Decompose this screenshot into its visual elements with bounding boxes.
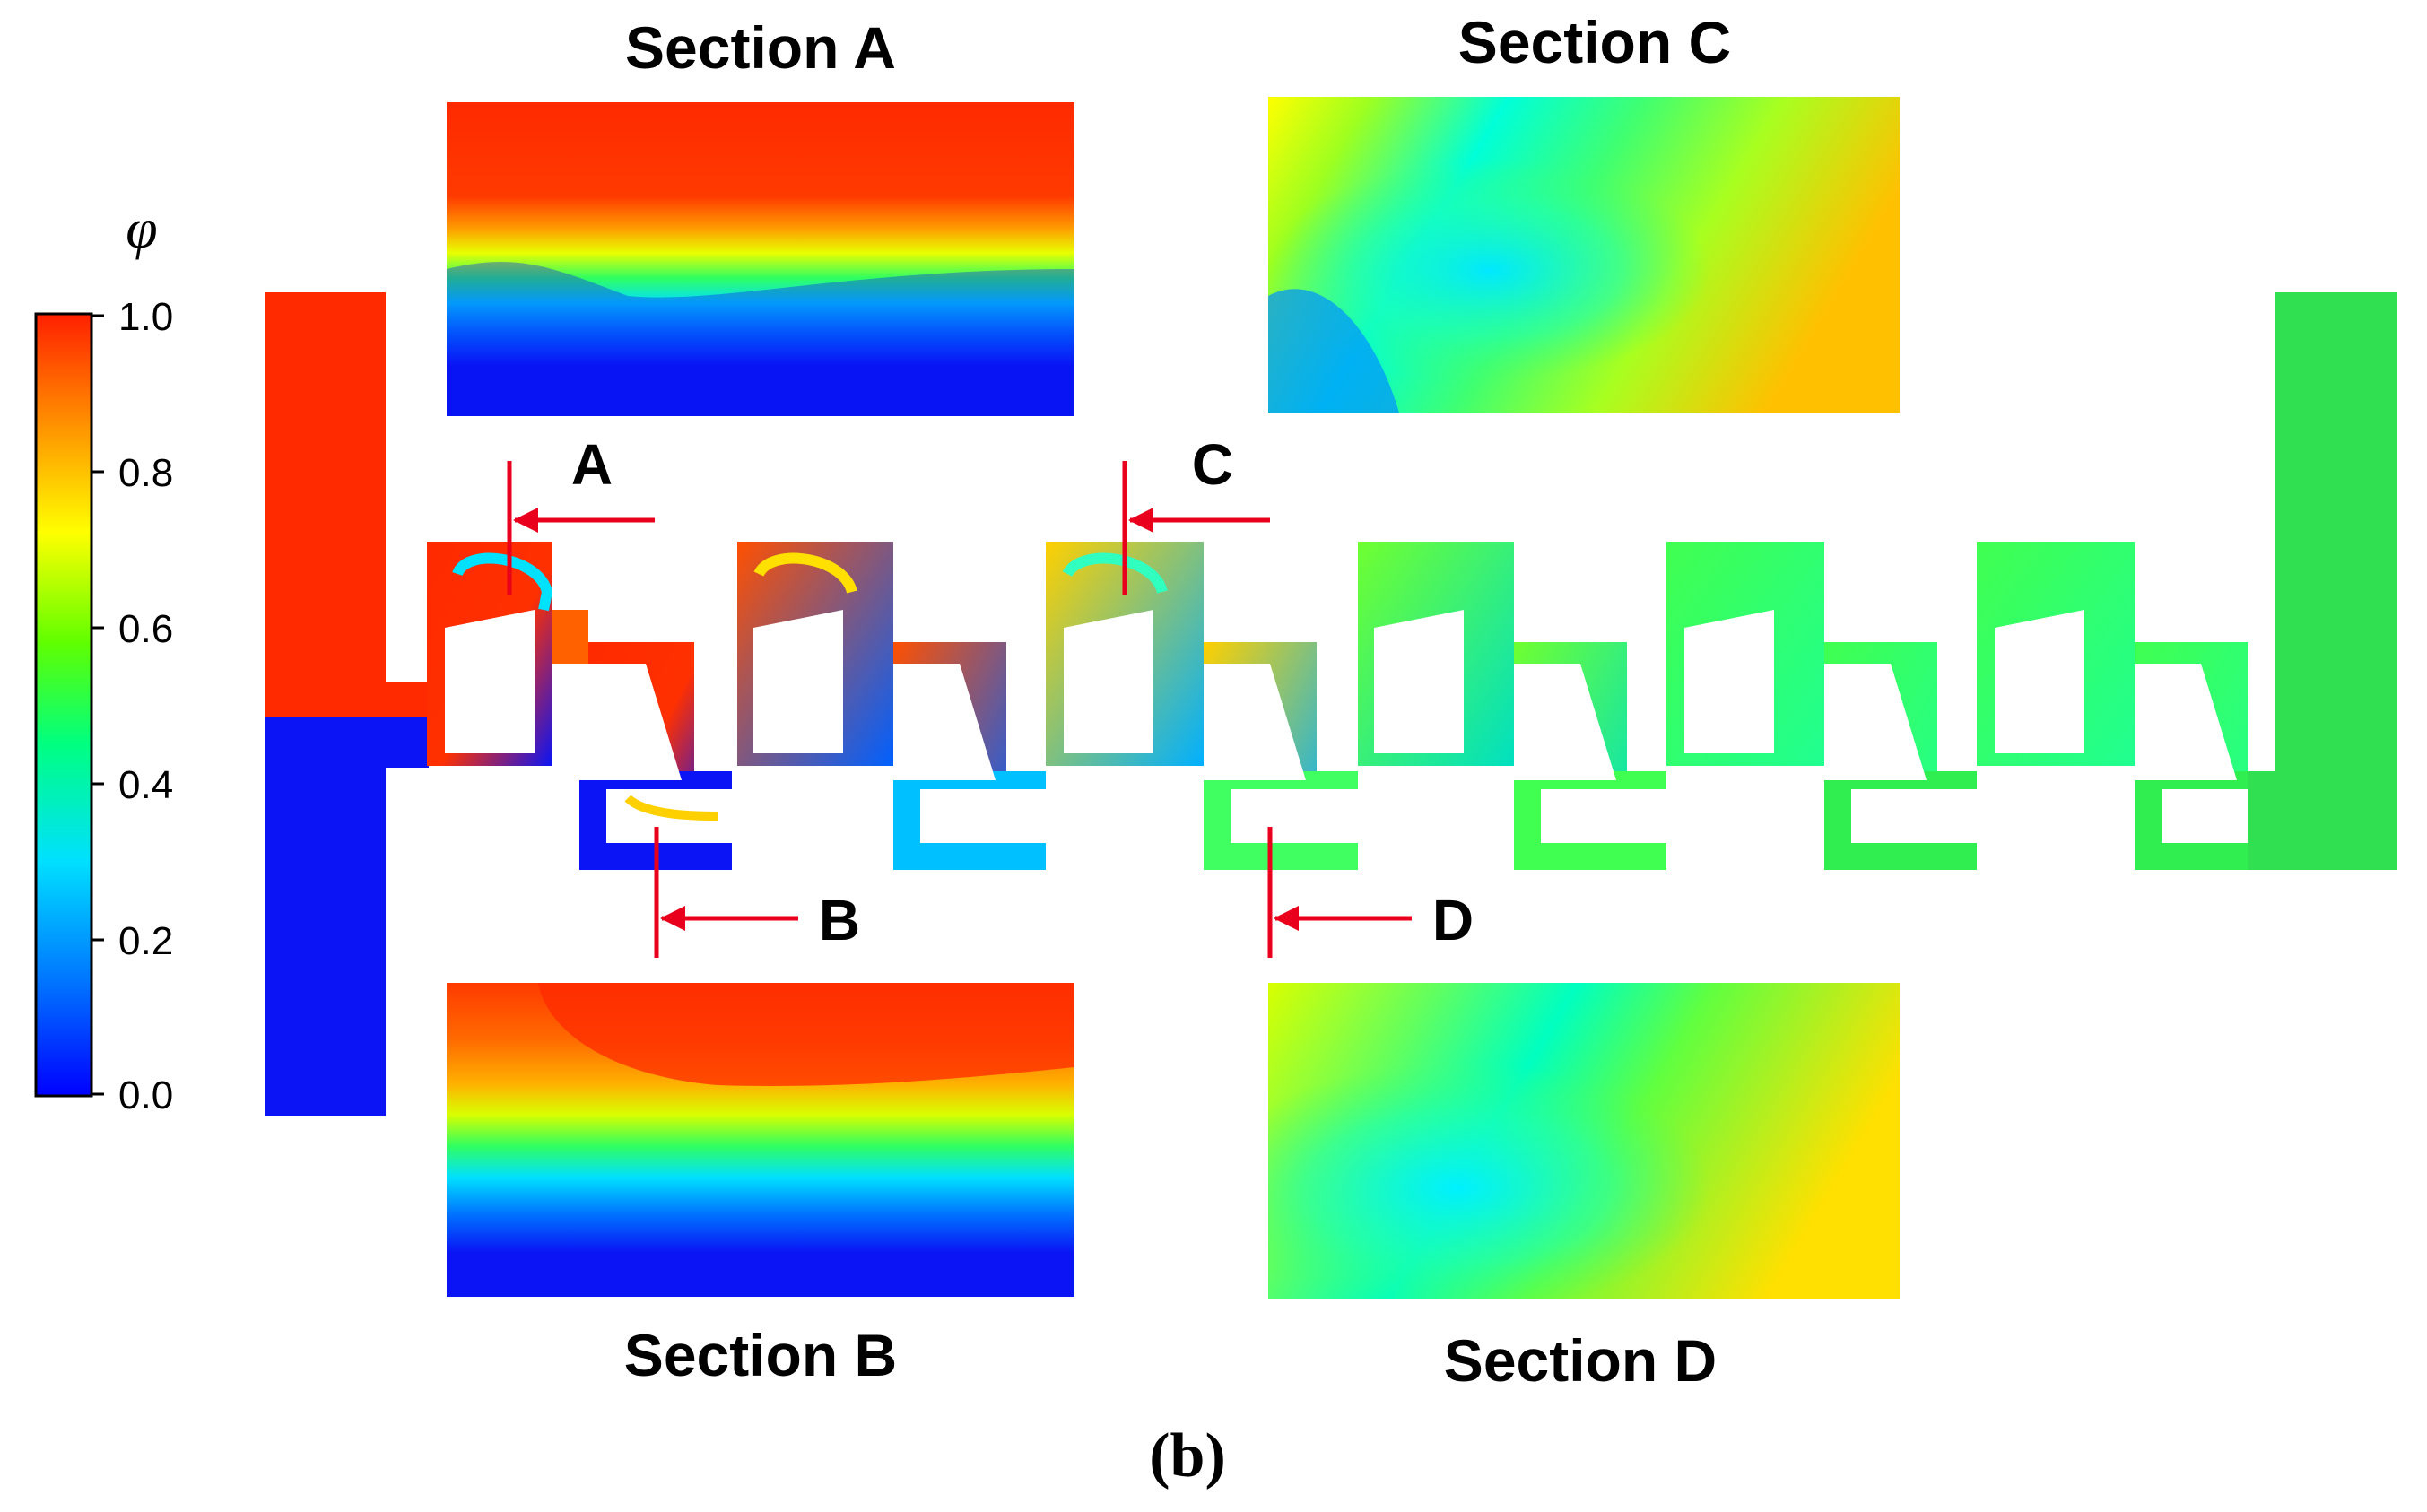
inlet-top-red bbox=[265, 292, 386, 717]
colorbar-tick-label: 1.0 bbox=[118, 295, 173, 339]
section-b-contour-top bbox=[538, 983, 1074, 1086]
figure-caption: (b) bbox=[1149, 1421, 1226, 1490]
inlet-bottom-blue bbox=[265, 717, 386, 1116]
section-d-panel: Section D bbox=[1268, 983, 1900, 1394]
section-a-contour-wave bbox=[447, 261, 1074, 416]
inlet-junction-red bbox=[386, 682, 429, 717]
section-marker-c bbox=[1122, 461, 1270, 595]
section-marker-a-label: A bbox=[571, 432, 613, 497]
section-d-title: Section D bbox=[1444, 1327, 1717, 1394]
mixing-unit-3 bbox=[1046, 542, 1358, 870]
colorbar-tick-label: 0.8 bbox=[118, 451, 173, 495]
colorbar: φ 1.0 0.8 0.6 0.4 0.2 0.0 bbox=[34, 196, 173, 1117]
mixing-unit-5 bbox=[1666, 542, 1977, 870]
mixing-unit-1 bbox=[427, 542, 732, 870]
colorbar-gradient bbox=[34, 312, 93, 1098]
section-c-panel: Section C bbox=[1268, 9, 1900, 413]
micromixer-channel bbox=[265, 292, 2397, 1116]
outlet-channel bbox=[2275, 292, 2397, 870]
section-a-title: Section A bbox=[625, 14, 896, 81]
inlet-junction-blue bbox=[386, 717, 429, 768]
mixing-unit-4 bbox=[1358, 542, 1666, 870]
mixing-unit-6 bbox=[1977, 542, 2275, 870]
section-c-title: Section C bbox=[1458, 9, 1731, 75]
section-d-contour-blob bbox=[1268, 983, 1900, 1299]
section-marker-a bbox=[507, 461, 655, 595]
section-a-contour bbox=[447, 102, 1074, 416]
section-c-contour-corner bbox=[1268, 289, 1399, 413]
section-b-panel: Section B bbox=[447, 983, 1074, 1388]
section-marker-c-label: C bbox=[1192, 432, 1233, 497]
section-marker-d-label: D bbox=[1432, 888, 1474, 952]
colorbar-tick-label: 0.0 bbox=[118, 1073, 173, 1117]
section-a-panel: Section A bbox=[447, 14, 1074, 416]
colorbar-tick-label: 0.2 bbox=[118, 919, 173, 963]
section-b-title: Section B bbox=[624, 1322, 897, 1388]
colorbar-symbol: φ bbox=[126, 196, 157, 260]
section-marker-b-label: B bbox=[819, 888, 860, 952]
colorbar-tick-label: 0.4 bbox=[118, 763, 173, 807]
colorbar-tick-marks bbox=[91, 314, 104, 1096]
section-marker-b bbox=[654, 827, 798, 958]
outlet-elbow bbox=[2248, 771, 2275, 870]
section-marker-d bbox=[1267, 827, 1412, 958]
colorbar-tick-label: 0.6 bbox=[118, 607, 173, 651]
mixing-unit-2 bbox=[737, 542, 1046, 870]
